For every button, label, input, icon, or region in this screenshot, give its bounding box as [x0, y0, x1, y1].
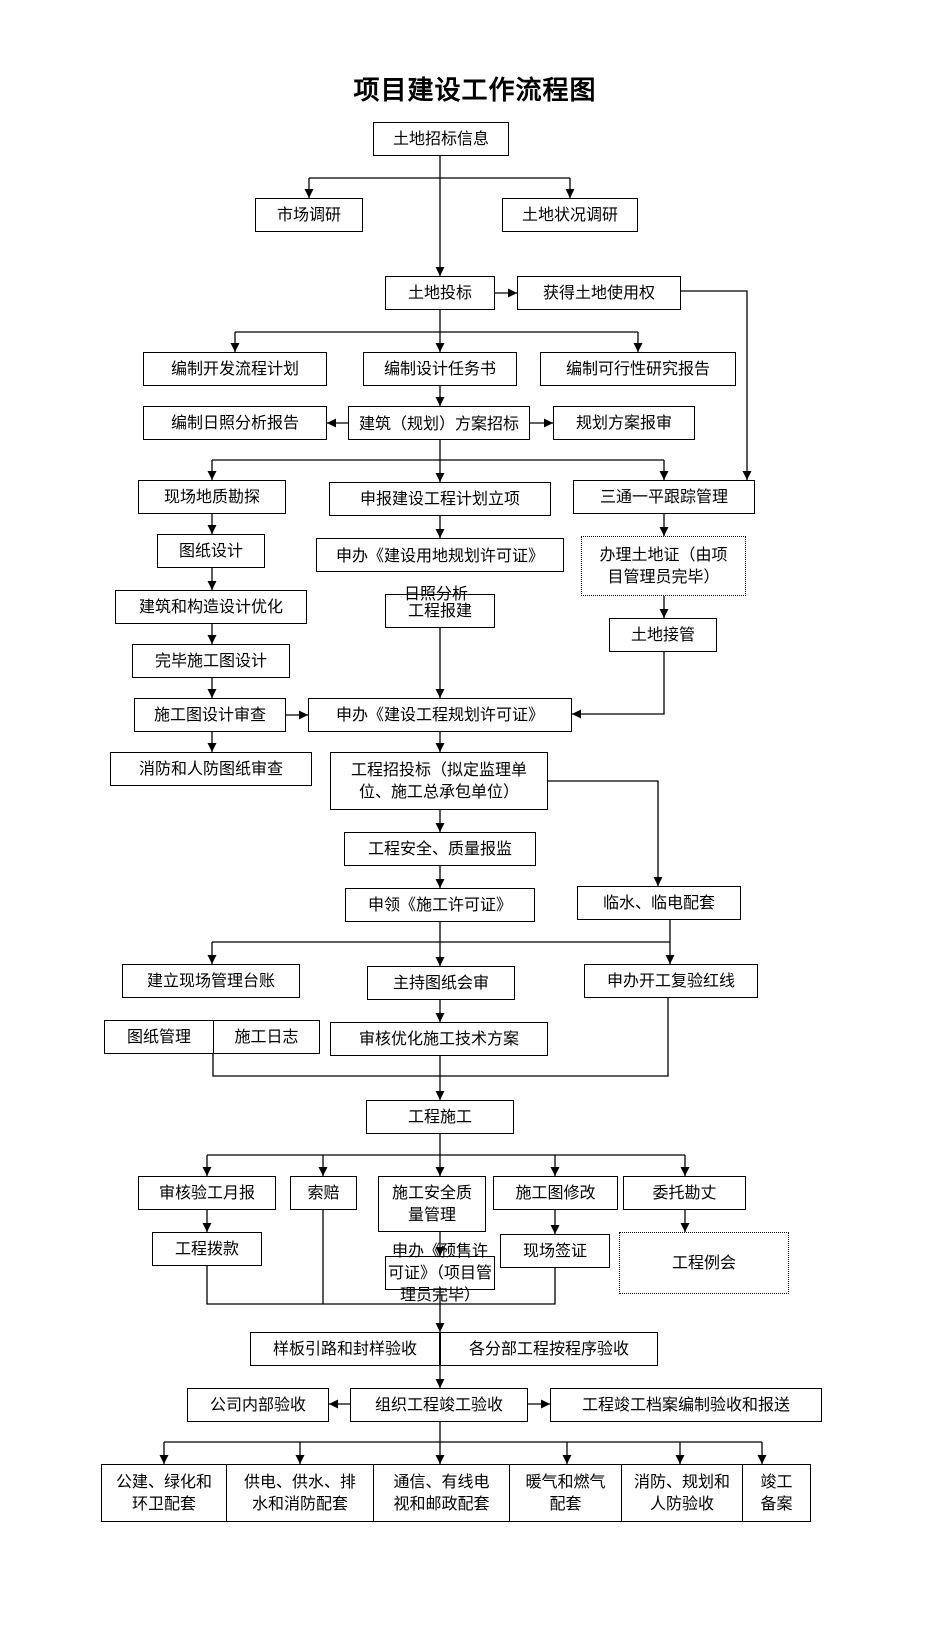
- node-tech-plan-review: 审核优化施工技术方案: [330, 1022, 548, 1056]
- sunlight-analysis-overlay: 日照分析: [404, 584, 469, 603]
- node-drawing-management: 图纸管理: [104, 1020, 214, 1054]
- node-feasibility-report: 编制可行性研究报告: [540, 352, 736, 386]
- node-construction-permit: 申领《施工许可证》: [345, 888, 535, 922]
- node-heating-gas: 暖气和燃气配套: [509, 1464, 622, 1522]
- node-power-water-drainage-fire: 供电、供水、排水和消防配套: [226, 1464, 374, 1522]
- node-drawing-revision: 施工图修改: [493, 1176, 618, 1210]
- node-monthly-work-review: 审核验工月报: [138, 1176, 276, 1210]
- node-land-use-right: 获得土地使用权: [517, 276, 681, 310]
- node-fire-defense-drawing-review: 消防和人防图纸审查: [110, 752, 312, 786]
- node-temp-water-power: 临水、临电配套: [577, 886, 741, 920]
- node-completion-acceptance: 组织工程竣工验收: [350, 1388, 528, 1422]
- node-completion-filing: 竣工备案: [742, 1464, 811, 1522]
- node-construction-drawing-review: 施工图设计审查: [134, 698, 286, 732]
- node-subproject-acceptance: 各分部工程按程序验收: [440, 1332, 658, 1366]
- node-project-meeting: 申办《预售许可证》（项目管理员完毕）: [385, 1241, 495, 1304]
- node-planning-scheme-review: 规划方案报审: [553, 406, 695, 440]
- node-sunlight-analysis-report: 编制日照分析报告: [143, 406, 327, 440]
- node-survey-commission: 委托勘丈: [623, 1176, 746, 1210]
- flow-line: [206, 1266, 556, 1305]
- node-project-tendering: 工程招投标（拟定监理单位、施工总承包单位）: [330, 752, 548, 810]
- node-sample-acceptance: 样板引路和封样验收: [250, 1332, 440, 1366]
- node-geological-survey: 现场地质勘探: [138, 480, 286, 514]
- node-site-visa: 现场签证: [500, 1234, 610, 1268]
- node-architecture-scheme-tender: 建筑（规划）方案招标: [348, 406, 530, 440]
- node-internal-acceptance: 公司内部验收: [187, 1388, 329, 1422]
- node-project-registration: 工程报建: [385, 594, 495, 628]
- node-safety-quality-report: 工程安全、质量报监: [344, 832, 536, 866]
- node-land-takeover: 土地接管: [609, 618, 717, 652]
- node-drawing-design: 图纸设计: [157, 534, 265, 568]
- node-land-status-research: 土地状况调研: [502, 198, 638, 232]
- node-market-research: 市场调研: [255, 198, 363, 232]
- node-construction-drawing-complete: 完毕施工图设计: [132, 644, 290, 678]
- node-safety-quality-mgmt: 施工安全质量管理: [378, 1176, 486, 1232]
- node-start-redline-recheck: 申办开工复验红线: [584, 964, 758, 998]
- node-public-green-sanitation: 公建、绿化和环卫配套: [101, 1464, 227, 1522]
- node-project-plan-approval: 申报建设工程计划立项: [329, 482, 551, 516]
- page-title: 项目建设工作流程图: [353, 76, 597, 106]
- node-project-payment: 工程拨款: [152, 1232, 262, 1266]
- node-land-planning-permit: 申办《建设用地规划许可证》: [316, 538, 564, 572]
- node-construction: 工程施工: [366, 1100, 514, 1134]
- node-design-task-book: 编制设计任务书: [363, 352, 517, 386]
- flow-arrow: [548, 780, 663, 886]
- node-telecom-cable-postal: 通信、有线电视和邮政配套: [373, 1464, 510, 1522]
- flow-arrow: [681, 290, 752, 480]
- node-dev-process-plan: 编制开发流程计划: [143, 352, 327, 386]
- node-land-certificate: 办理土地证（由项目管理员完毕）: [581, 536, 746, 596]
- node-land-bidding: 土地投标: [385, 276, 495, 310]
- node-land-tender-info: 土地招标信息: [373, 122, 509, 156]
- flow-arrow: [572, 652, 665, 719]
- node-construction-planning-permit: 申办《建设工程规划许可证》: [308, 698, 572, 732]
- node-construction-log: 施工日志: [213, 1020, 320, 1054]
- node-completion-archive: 工程竣工档案编制验收和报送: [550, 1388, 822, 1422]
- node-site-management-ledger: 建立现场管理台账: [122, 964, 300, 998]
- node-structure-design-optimize: 建筑和构造设计优化: [115, 590, 307, 624]
- node-presale-permit: 工程例会: [619, 1232, 789, 1294]
- node-claims: 索赔: [290, 1176, 357, 1210]
- node-fire-planning-defense-acceptance: 消防、规划和人防验收: [621, 1464, 743, 1522]
- node-drawing-joint-review: 主持图纸会审: [367, 966, 515, 1000]
- node-site-prep-tracking: 三通一平跟踪管理: [573, 480, 755, 514]
